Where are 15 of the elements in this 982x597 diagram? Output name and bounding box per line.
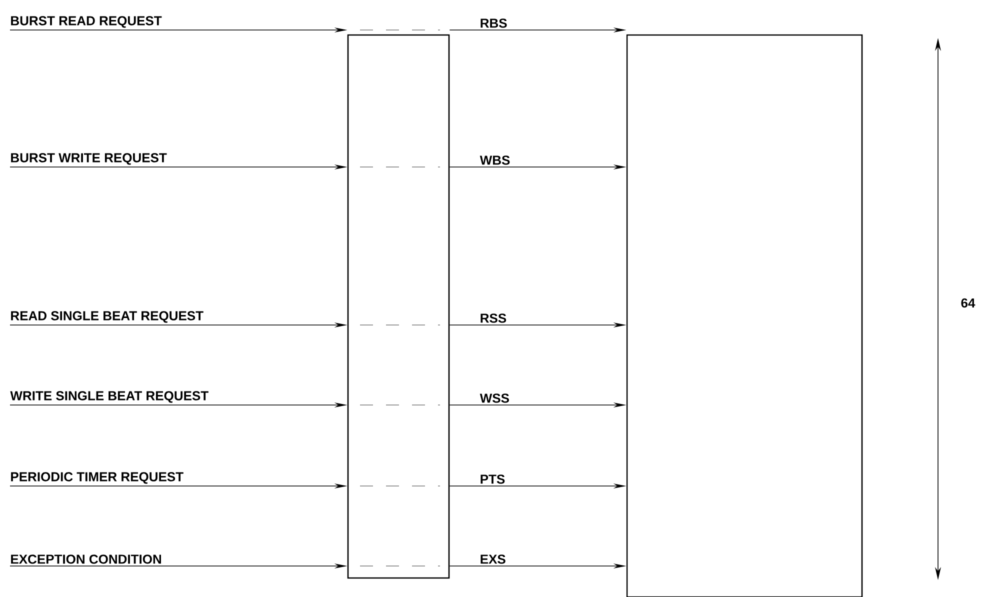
signal-label: RBS: [480, 18, 507, 28]
signal-label: WSS: [480, 394, 509, 403]
block-box: [347, 34, 450, 579]
signal-label: RSS: [480, 314, 506, 323]
signal-label: WBS: [480, 156, 510, 165]
request-label: READ SINGLE BEAT REQUEST: [11, 311, 204, 323]
request-label: BURST WRITE REQUEST: [11, 153, 167, 165]
block-box: [626, 34, 863, 597]
request-label: BURST READ REQUEST: [11, 16, 162, 28]
request-label: EXCEPTION CONDITION: [11, 554, 161, 564]
dimension-label: 64: [961, 298, 976, 308]
request-label: WRITE SINGLE BEAT REQUEST: [10, 391, 208, 403]
signal-label: PTS: [480, 474, 505, 484]
request-label: PERIODIC TIMER REQUEST: [11, 472, 184, 484]
signal-label: EXS: [480, 554, 506, 564]
